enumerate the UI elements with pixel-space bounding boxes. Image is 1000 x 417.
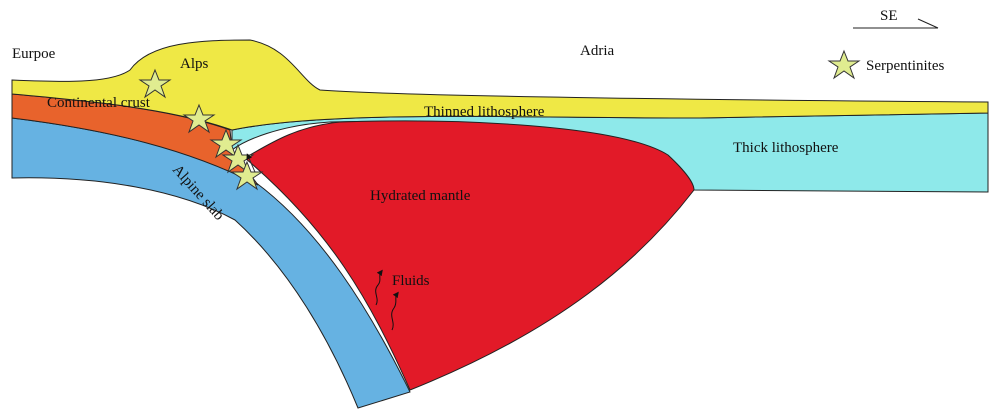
- star-icon: [209, 128, 243, 159]
- hydrated-mantle-wedge: [244, 120, 695, 391]
- uplift-arrow: [246, 153, 256, 173]
- thinned-lithosphere-label: Thinned lithosphere: [424, 104, 545, 120]
- sediment-layer: [11, 39, 989, 131]
- alps-label: Alps: [180, 56, 209, 72]
- adria-label: Adria: [580, 43, 614, 59]
- star-icon: [230, 160, 264, 191]
- thick-lithosphere-label: Thick lithosphere: [733, 140, 839, 156]
- serpentinite-stars: [138, 68, 264, 191]
- europe-label: Eurpoe: [12, 46, 56, 62]
- hydrated-mantle-label: Hydrated mantle: [370, 188, 471, 204]
- fluids-label: Fluids: [392, 273, 430, 289]
- direction-arrow-tip: [917, 18, 939, 29]
- fluid-arrow-1: [375, 269, 383, 306]
- legend-serpentinites-label: Serpentinites: [866, 58, 944, 74]
- star-icon: [182, 103, 216, 134]
- star-icon: [138, 68, 172, 99]
- fluid-arrow-2: [391, 291, 399, 331]
- legend-star-icon: [827, 49, 861, 80]
- continental-crust-label: Continental crust: [47, 95, 151, 111]
- direction-label: SE: [880, 8, 898, 24]
